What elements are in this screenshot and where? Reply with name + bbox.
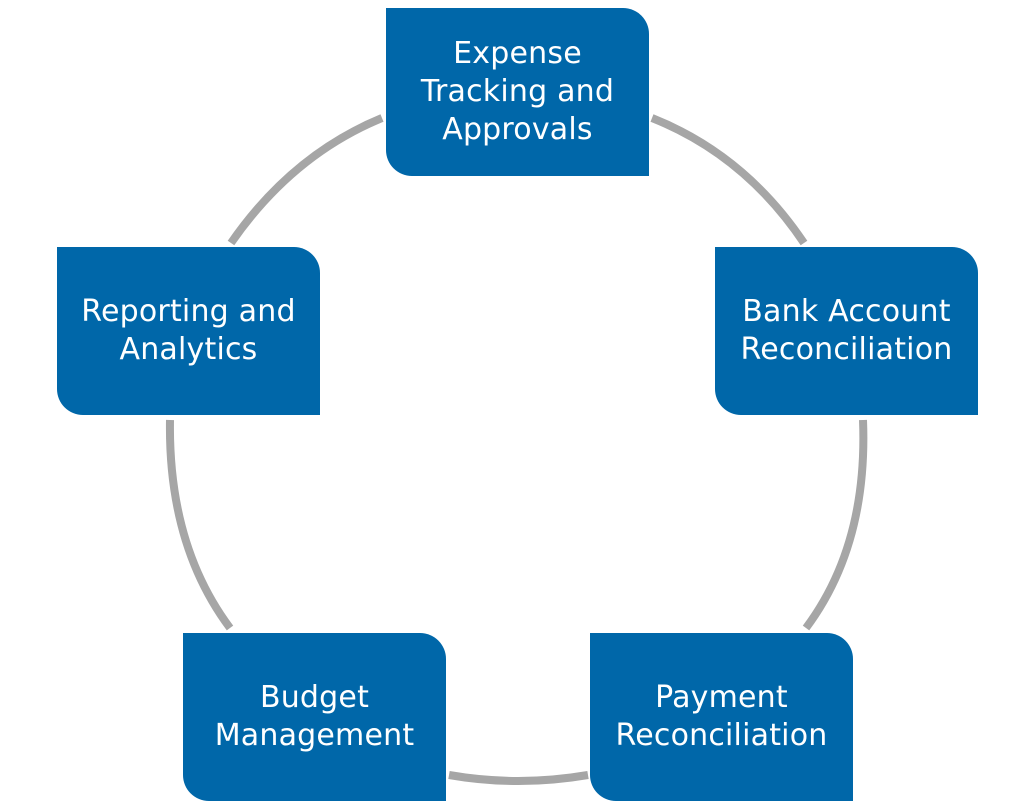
node-payment-reconciliation: Payment Reconciliation: [590, 633, 853, 801]
node-label: Reporting and Analytics: [81, 294, 296, 367]
node-label: Budget Management: [214, 680, 415, 753]
connector-arc-4: [165, 419, 234, 631]
node-reporting-analytics: Reporting and Analytics: [57, 247, 320, 415]
connector-arc-5: [227, 114, 384, 246]
node-bank-account-reconciliation: Bank Account Reconciliation: [715, 247, 978, 415]
connector-arc-2: [802, 419, 868, 631]
node-budget-management: Budget Management: [183, 633, 446, 801]
connector-arc-1: [650, 114, 808, 246]
node-expense-tracking: Expense Tracking and Approvals: [386, 8, 649, 176]
connector-arc-3: [448, 771, 589, 785]
node-label: Bank Account Reconciliation: [740, 294, 953, 367]
node-label: Expense Tracking and Approvals: [420, 36, 615, 147]
node-label: Payment Reconciliation: [615, 680, 828, 753]
